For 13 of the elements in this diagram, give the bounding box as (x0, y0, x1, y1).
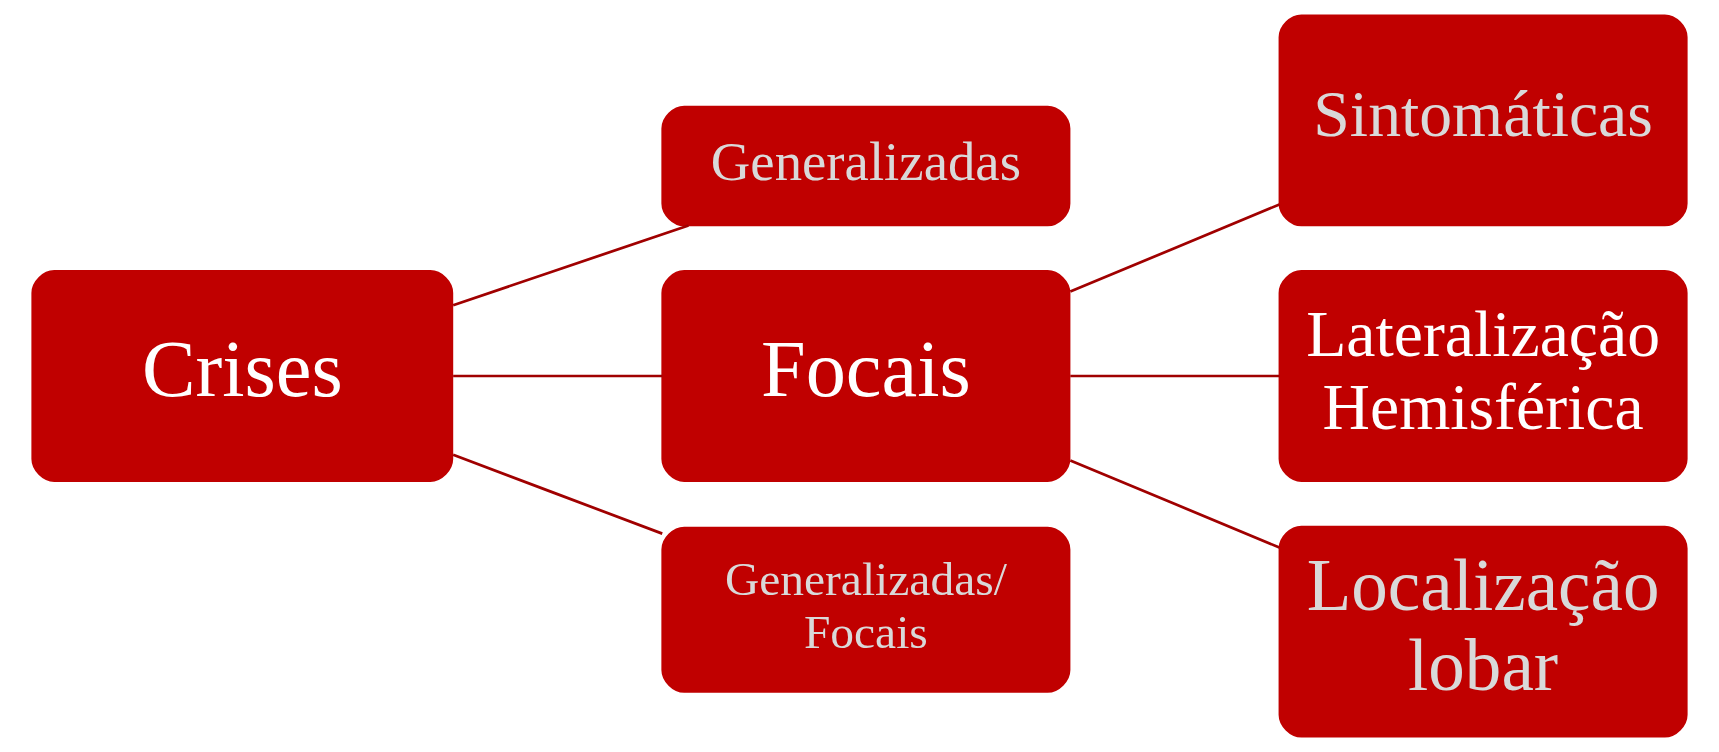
connector (1069, 203, 1280, 293)
node-box: Sintomáticas (1278, 14, 1688, 227)
connector (1070, 374, 1280, 378)
node-box: Localização lobar (1278, 525, 1688, 738)
node-box: Generalizadas/ Focais (661, 526, 1071, 693)
connector (1069, 459, 1280, 549)
connector (452, 224, 689, 307)
node-box: Lateralização Hemisférica (1278, 270, 1688, 482)
connector (452, 453, 663, 535)
node-box: Generalizadas (661, 105, 1071, 227)
connector (453, 374, 663, 378)
node-box: Focais (661, 270, 1071, 482)
node-box: Crises (31, 270, 454, 482)
